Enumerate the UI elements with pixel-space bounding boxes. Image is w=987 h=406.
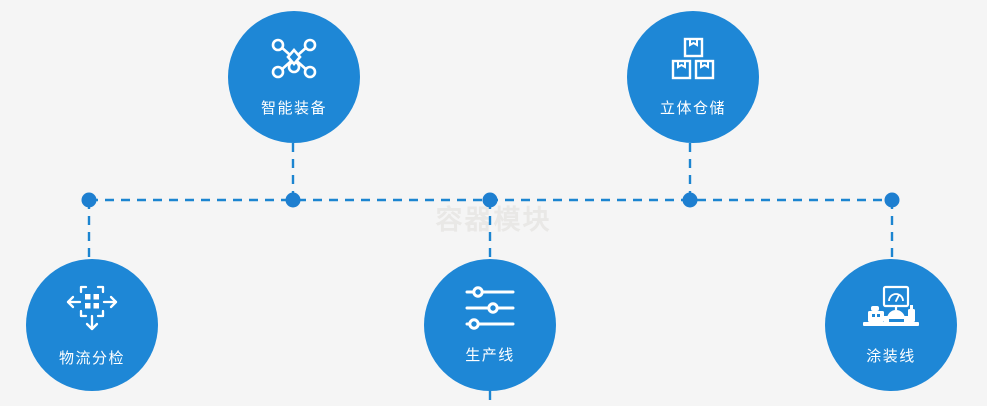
junction-dot-2[interactable] — [285, 192, 301, 208]
sorting-arrows-icon — [65, 283, 119, 333]
junction-dot-3[interactable] — [482, 192, 498, 208]
node-label-smart-equipment: 智能装备 — [260, 99, 327, 117]
junction-dot-1[interactable] — [81, 192, 97, 208]
sliders-icon — [463, 285, 517, 330]
stacked-boxes-icon — [668, 37, 718, 83]
node-label-painting-line: 涂装线 — [866, 347, 916, 365]
node-label-production-line: 生产线 — [465, 346, 515, 364]
node-label-stereo-warehouse: 立体仓储 — [659, 99, 726, 117]
node-label-logistics-sorting: 物流分检 — [58, 349, 125, 367]
junction-dot-4[interactable] — [682, 192, 698, 208]
junction-dot-5[interactable] — [884, 192, 900, 208]
node-production-line[interactable]: 生产线 — [424, 259, 556, 391]
node-stereo-warehouse[interactable]: 立体仓储 — [627, 11, 759, 143]
factory-machine-icon — [860, 285, 922, 331]
node-painting-line[interactable]: 涂装线 — [825, 259, 957, 391]
network-topology-icon — [269, 37, 319, 83]
node-smart-equipment[interactable]: 智能装备 — [228, 11, 360, 143]
node-logistics-sorting[interactable]: 物流分检 — [26, 259, 158, 391]
